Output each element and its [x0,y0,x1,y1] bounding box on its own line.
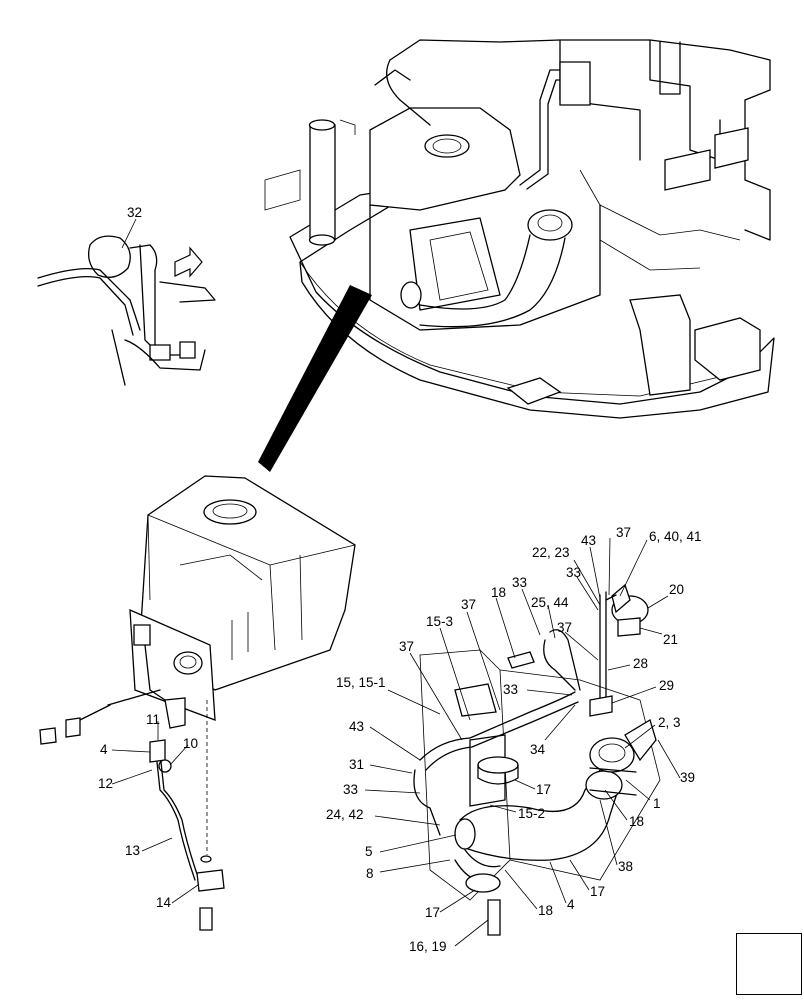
hose-assembly-detail [364,537,681,947]
callout-c2: 2, 3 [658,715,681,730]
callout-c18a: 18 [491,585,507,600]
callout-c17c: 17 [425,905,441,920]
callout-c11: 11 [146,712,161,727]
navigation-button[interactable] [736,933,802,995]
callout-c15_3: 15-3 [426,614,454,629]
fuel-tank-exploded [39,475,356,931]
upper-frame-assembly [258,39,775,472]
callout-c24: 24, 42 [326,807,364,822]
callout-c28: 28 [633,656,649,671]
callout-c25: 25, 44 [531,595,569,610]
callout-c43b: 43 [349,719,365,734]
callout-c6: 6, 40, 41 [649,529,702,544]
callout-c37b: 37 [461,597,477,612]
callout-c14: 14 [156,895,172,910]
callout-c16: 16, 19 [409,939,447,954]
callout-c37d: 37 [399,639,415,654]
callout-c33d: 33 [343,782,359,797]
callout-c4a: 4 [100,742,108,757]
callout-c18b: 18 [629,814,645,829]
callout-c33a: 33 [566,565,582,580]
callout-c4b: 4 [567,897,575,912]
pointer-wedge [258,285,372,472]
callout-c31: 31 [349,757,365,772]
callout-c15_2: 15-2 [518,806,546,821]
callout-c43a: 43 [581,533,597,548]
callout-c33b: 33 [512,575,528,590]
callout-c10: 10 [183,736,199,751]
callout-c12: 12 [98,776,114,791]
callout-c17a: 17 [536,782,552,797]
callout-c18c: 18 [538,903,554,918]
callout-c29: 29 [659,678,675,693]
callout-c33c: 33 [503,682,519,697]
callout-c39: 39 [680,770,696,785]
callout-c37c: 37 [557,620,573,635]
callout-c32: 32 [127,205,143,220]
callout-c21: 21 [663,632,679,647]
callout-c13: 13 [125,843,141,858]
callout-c37a: 37 [616,525,632,540]
callout-c34: 34 [530,742,546,757]
callout-c17b: 17 [590,884,606,899]
callout-c8: 8 [366,866,374,881]
callout-c38: 38 [618,859,634,874]
callout-c20: 20 [669,582,685,597]
callout-c15: 15, 15-1 [336,675,386,690]
callout-c5: 5 [365,844,373,859]
callout-c22: 22, 23 [532,545,570,560]
inset-detail-32 [37,218,216,386]
callout-c1: 1 [653,796,661,811]
